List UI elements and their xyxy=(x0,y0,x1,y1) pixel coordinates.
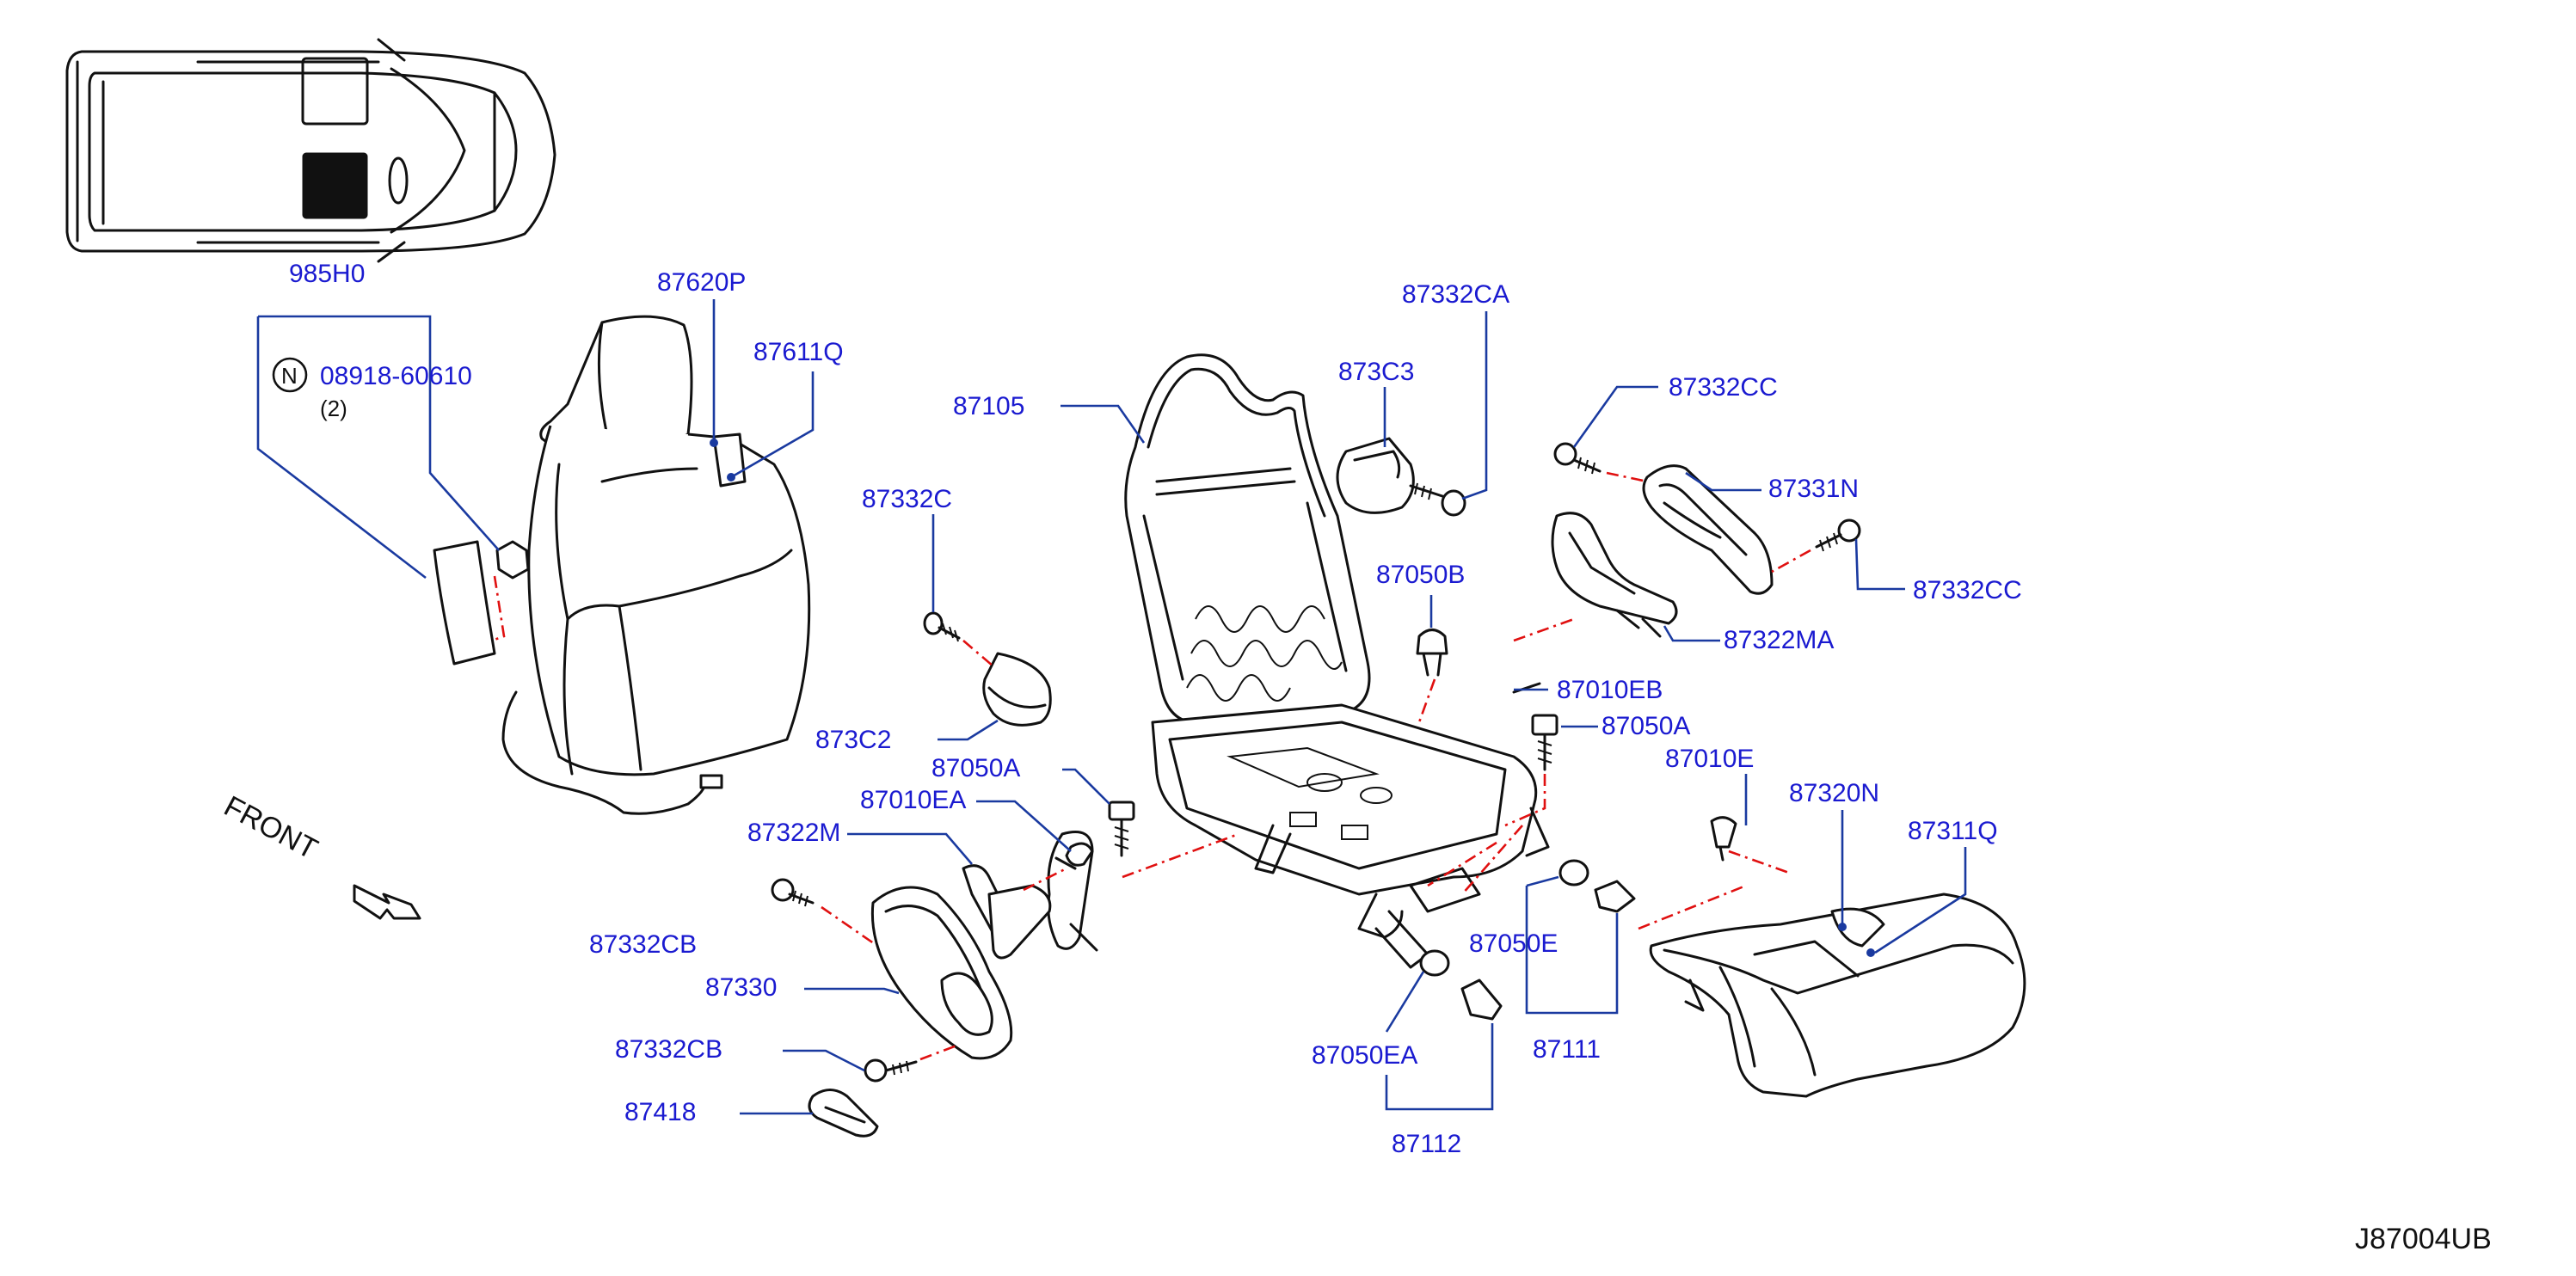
clip-87010e xyxy=(1710,816,1737,862)
seat-frame-assembly xyxy=(1124,353,1550,969)
seat-cushion-assembly xyxy=(1638,884,2026,1098)
note-symbol: N xyxy=(272,357,308,393)
label-87010e: 87010E xyxy=(1665,745,1754,773)
front-arrow-icon xyxy=(353,884,421,920)
bolt-87332c xyxy=(923,611,961,642)
label-87050e: 87050E xyxy=(1469,929,1558,958)
label-87112: 87112 xyxy=(1392,1130,1461,1158)
label-87111: 87111 xyxy=(1533,1035,1601,1064)
diagram-code: J87004UB xyxy=(2355,1223,2492,1255)
label-87320n: 87320N xyxy=(1789,779,1879,807)
label-87418: 87418 xyxy=(624,1098,696,1126)
bolt-87332cc-upper xyxy=(1553,442,1602,475)
note-symbol-text: N xyxy=(281,363,298,389)
left-side-parts xyxy=(771,611,1239,1138)
label-873c3: 873C3 xyxy=(1338,358,1414,386)
label-87105: 87105 xyxy=(953,392,1024,420)
part-labels: 985H0 N 08918-60610 (2) 87620P 87611Q 87… xyxy=(272,260,2022,1158)
label-87311q: 87311Q xyxy=(1908,817,1998,845)
label-87332cb-upper: 87332CB xyxy=(589,930,697,959)
label-87050b: 87050B xyxy=(1376,561,1465,589)
label-87322m: 87322M xyxy=(747,819,840,847)
label-87050a-left: 87050A xyxy=(931,754,1020,782)
label-87050a-right: 87050A xyxy=(1602,712,1690,740)
right-side-parts xyxy=(1336,437,1861,1021)
label-87332cc-lower: 87332CC xyxy=(1913,576,2022,604)
label-87611q: 87611Q xyxy=(753,338,844,366)
bolt-87332ca xyxy=(1409,482,1466,517)
vehicle-top-view xyxy=(65,38,556,263)
label-87330: 87330 xyxy=(705,973,777,1002)
label-87332ca: 87332CA xyxy=(1402,280,1509,309)
leader-lines xyxy=(256,299,1967,1115)
label-87322ma: 87322MA xyxy=(1724,626,1834,654)
label-985h0: 985H0 xyxy=(289,260,365,288)
bolt-87050a-left xyxy=(1108,801,1135,857)
label-08918-60610: 08918-60610 xyxy=(320,362,472,390)
label-87332c: 87332C xyxy=(862,485,952,513)
front-direction-indicator: FRONT xyxy=(218,790,421,920)
highlighted-seat-marker xyxy=(302,152,368,219)
seat-back-assembly xyxy=(527,315,811,776)
label-87332cc-upper: 87332CC xyxy=(1669,373,1778,402)
label-87332cb-lower: 87332CB xyxy=(615,1035,722,1064)
bolt-87332cb-lower xyxy=(864,1058,918,1083)
label-87010eb: 87010EB xyxy=(1557,676,1663,704)
front-label: FRONT xyxy=(218,790,323,867)
bolt-87050a-right xyxy=(1531,714,1559,771)
clip-87050b xyxy=(1416,629,1448,677)
bolt-87332cb-upper xyxy=(771,878,815,907)
clip-87010ea xyxy=(1054,842,1094,870)
label-87010ea: 87010EA xyxy=(860,786,966,814)
label-quantity-2: (2) xyxy=(320,396,347,421)
bolt-87332cc-lower xyxy=(1815,518,1861,552)
label-87331n: 87331N xyxy=(1768,475,1859,503)
n-circle-icon xyxy=(272,357,308,393)
label-87620p: 87620P xyxy=(657,268,746,297)
label-87050ea: 87050EA xyxy=(1312,1041,1417,1070)
label-873c2: 873C2 xyxy=(815,726,891,754)
side-airbag-module xyxy=(433,540,723,815)
